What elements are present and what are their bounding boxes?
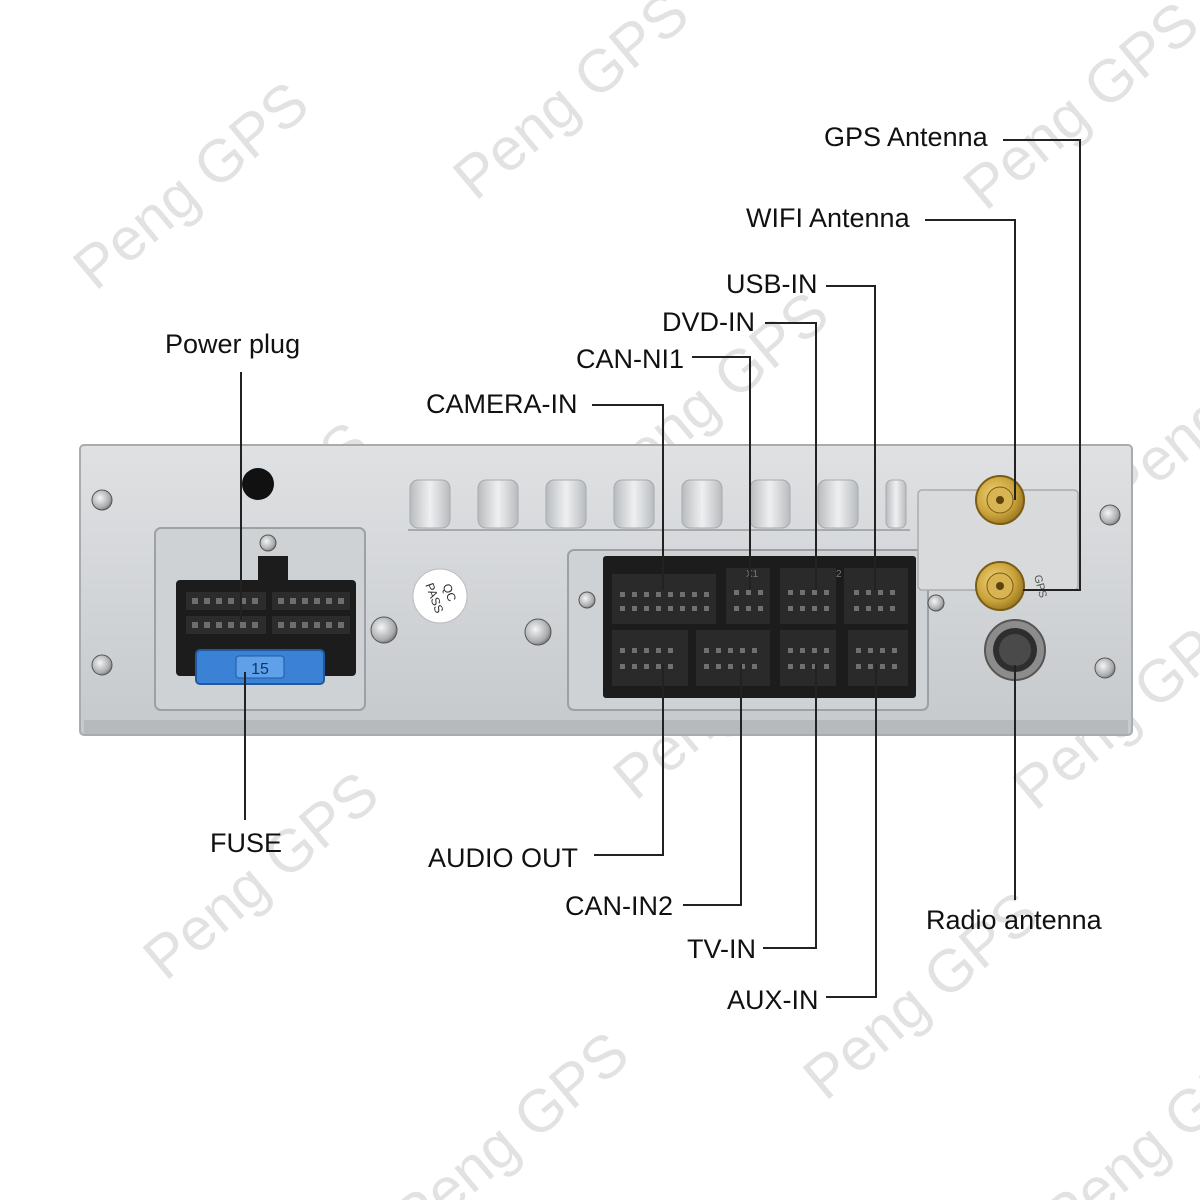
label-wifi-antenna: WIFI Antenna [746, 203, 910, 233]
av-connector-block: X1 2 [603, 556, 916, 698]
gps-antenna-leader [1003, 139, 1081, 591]
tv-in-leader [763, 664, 817, 949]
label-tv-in: TV-IN [687, 934, 757, 964]
leader-lines [240, 139, 1081, 998]
mounting-hole [242, 468, 274, 500]
camera-in-leader [592, 404, 664, 590]
label-radio-antenna: Radio antenna [926, 905, 1102, 935]
can-ni1-port [726, 568, 770, 624]
tv-in-port [780, 630, 836, 686]
label-camera-in: CAMERA-IN [426, 389, 578, 419]
fuse-rating: 15 [251, 661, 269, 678]
dvd-in-port [780, 568, 836, 624]
fuse-component: 15 [195, 649, 325, 685]
wifi-antenna-leader [925, 219, 1016, 500]
gps-port-mark: GPS [1031, 574, 1049, 600]
panel-screws [91, 489, 1121, 679]
audio-out-port [612, 630, 688, 686]
svg-text:2: 2 [836, 569, 842, 580]
label-dvd-in: DVD-IN [662, 307, 755, 337]
label-gps-antenna: GPS Antenna [824, 122, 988, 152]
aux-in-port [848, 630, 908, 686]
label-audio-out: AUDIO OUT [428, 843, 579, 873]
label-can-in2: CAN-IN2 [565, 891, 674, 921]
usb-in-leader [826, 285, 876, 590]
label-usb-in: USB-IN [726, 269, 818, 299]
can-ni1-leader [692, 356, 751, 590]
radio-antenna-socket [984, 619, 1046, 681]
can-in2-port [696, 630, 770, 686]
heat-sink-fins [408, 479, 910, 531]
gps-antenna-connector: GPS [975, 561, 1049, 611]
label-can-ni1: CAN-NI1 [576, 344, 685, 374]
svg-text:X1: X1 [746, 569, 759, 580]
wifi-antenna-connector [975, 475, 1025, 525]
label-fuse: FUSE [210, 828, 283, 858]
audio-out-leader [594, 664, 664, 856]
label-aux-in: AUX-IN [727, 985, 819, 1015]
can-in2-leader [683, 664, 742, 906]
dvd-in-leader [765, 322, 817, 590]
svg-text:QC: QC [440, 582, 459, 604]
aux-in-leader [826, 664, 877, 998]
label-power-plug: Power plug [165, 329, 301, 359]
qc-pass-stamp: QC PASS [412, 568, 468, 624]
